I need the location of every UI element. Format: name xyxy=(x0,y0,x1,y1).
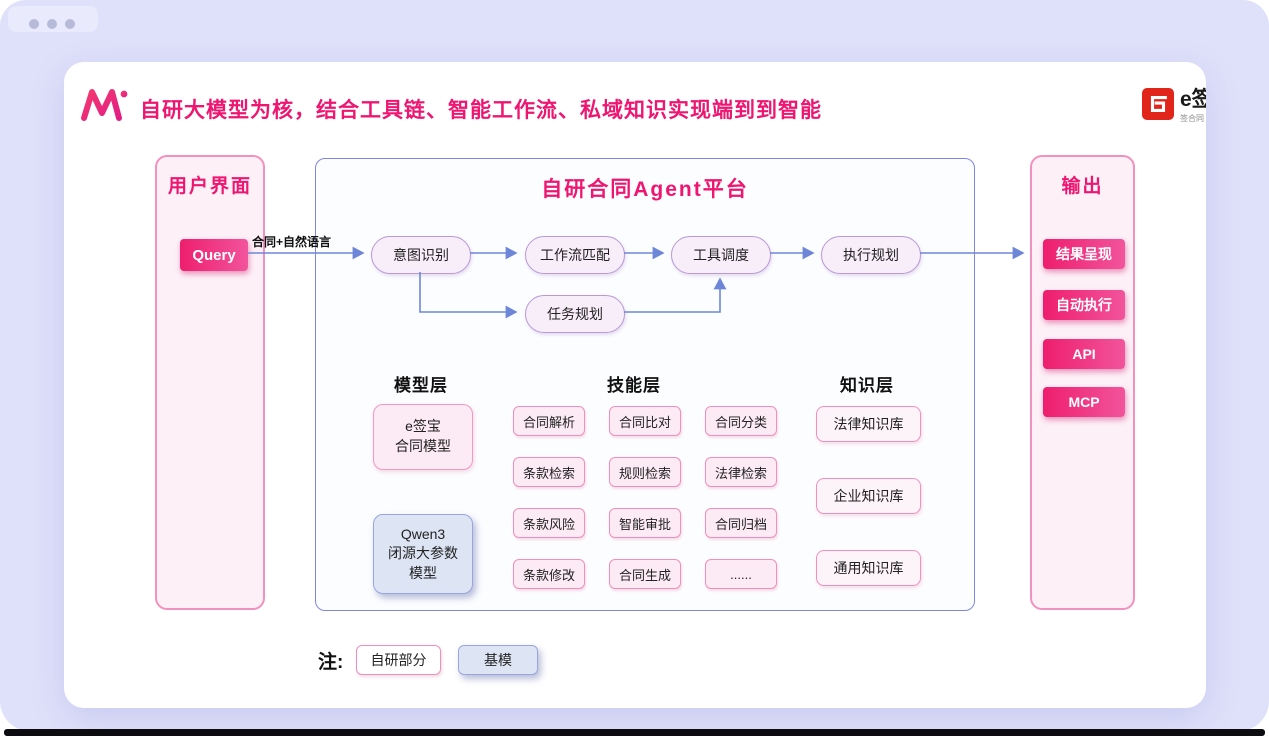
flow-node-workflow-match: 工作流匹配 xyxy=(525,236,625,274)
flow-node-exec-plan: 执行规划 xyxy=(821,236,921,274)
esign-logo-icon xyxy=(1142,88,1174,120)
page-title: 自研大模型为核，结合工具链、智能工作流、私域知识实现端到到智能 xyxy=(140,99,822,122)
model-layer-label: 模型层 xyxy=(394,376,448,395)
knowledge-layer-label: 知识层 xyxy=(840,376,894,395)
skill-item: 合同归档 xyxy=(705,508,777,538)
window-controls xyxy=(8,6,98,32)
brand-m-icon xyxy=(81,89,128,121)
skill-item: 条款检索 xyxy=(513,457,585,487)
window-control-dot[interactable] xyxy=(29,19,39,29)
slide-card: 自研大模型为核，结合工具链、智能工作流、私域知识实现端到到智能 e签宝 签合同 … xyxy=(64,62,1206,708)
flow-node-tool-dispatch: 工具调度 xyxy=(671,236,771,274)
screen-bottom-edge xyxy=(4,729,1265,736)
knowledge-item-general: 通用知识库 xyxy=(816,550,921,586)
model-esign-contract: e签宝 合同模型 xyxy=(373,404,473,470)
esign-brand-name: e签宝 xyxy=(1180,88,1206,111)
output-item-autoexec: 自动执行 xyxy=(1043,290,1125,320)
skill-item: 合同生成 xyxy=(609,559,681,589)
knowledge-item-law: 法律知识库 xyxy=(816,406,921,442)
skill-item: 法律检索 xyxy=(705,457,777,487)
skill-item: 规则检索 xyxy=(609,457,681,487)
user-interface-panel: 用户界面 Query xyxy=(155,155,265,610)
legend-base-model: 基模 xyxy=(458,645,538,675)
skill-item: 条款修改 xyxy=(513,559,585,589)
output-panel: 输出 结果呈现 自动执行 API MCP xyxy=(1030,155,1135,610)
output-panel-title: 输出 xyxy=(1061,176,1104,197)
window-control-dot[interactable] xyxy=(65,19,75,29)
query-node: Query xyxy=(180,239,248,271)
legend-self-developed: 自研部分 xyxy=(356,645,441,675)
skill-item: 合同解析 xyxy=(513,406,585,436)
model-qwen3: Qwen3 闭源大参数 模型 xyxy=(373,514,473,594)
skill-grid: 合同解析 合同比对 合同分类 条款检索 规则检索 法律检索 条款风险 智能审批 … xyxy=(513,406,777,589)
platform-title: 自研合同Agent平台 xyxy=(541,178,749,201)
user-panel-title: 用户界面 xyxy=(167,176,252,197)
skill-item: 合同分类 xyxy=(705,406,777,436)
esign-brand-sub: 签合同 xyxy=(1180,114,1204,124)
legend-note-label: 注: xyxy=(318,652,344,673)
agent-platform-panel: 自研合同Agent平台 意图识别 工作流匹配 工具调度 执行规划 任务规划 模型… xyxy=(315,158,975,611)
flow-node-task-plan: 任务规划 xyxy=(525,295,625,333)
output-item-mcp: MCP xyxy=(1043,387,1125,417)
skill-item: 合同比对 xyxy=(609,406,681,436)
output-item-result: 结果呈现 xyxy=(1043,239,1125,269)
query-arrow-label: 合同+自然语言 xyxy=(252,235,332,249)
skill-layer-label: 技能层 xyxy=(607,376,661,395)
esign-brand: e签宝 签合同 xyxy=(1142,88,1206,124)
flow-node-intent: 意图识别 xyxy=(371,236,471,274)
skill-item-more: ...... xyxy=(705,559,777,589)
knowledge-item-enterprise: 企业知识库 xyxy=(816,478,921,514)
skill-item: 智能审批 xyxy=(609,508,681,538)
skill-item: 条款风险 xyxy=(513,508,585,538)
window-control-dot[interactable] xyxy=(47,19,57,29)
output-item-api: API xyxy=(1043,339,1125,369)
